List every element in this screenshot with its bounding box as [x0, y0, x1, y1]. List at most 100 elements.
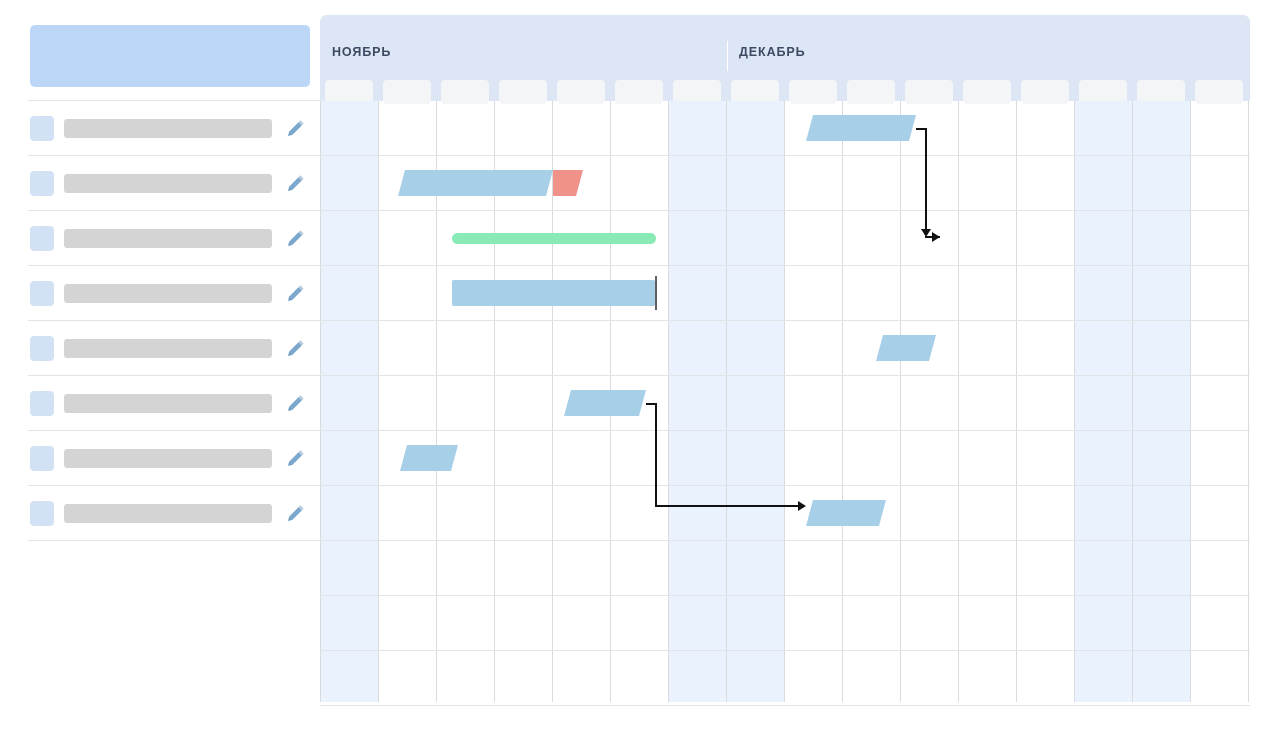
task-row[interactable]: [28, 376, 320, 431]
day-cell[interactable]: [847, 80, 895, 104]
dependency-line-segment: [925, 128, 927, 230]
grid-column-line: [958, 101, 959, 702]
task-name-placeholder[interactable]: [64, 119, 272, 138]
dependency-arrowhead: [932, 232, 940, 242]
task-color-swatch[interactable]: [30, 501, 54, 526]
grid-column-line: [1074, 101, 1075, 702]
grid-row-line: [320, 705, 1250, 706]
gantt-bar-task[interactable]: [564, 390, 646, 416]
grid-column-line: [378, 101, 379, 702]
task-name-placeholder[interactable]: [64, 284, 272, 303]
month-divider: [727, 41, 728, 71]
day-cell[interactable]: [557, 80, 605, 104]
day-cell[interactable]: [383, 80, 431, 104]
task-name-placeholder[interactable]: [64, 449, 272, 468]
grid-column-line: [494, 101, 495, 702]
day-cell[interactable]: [441, 80, 489, 104]
gantt-bar-summary[interactable]: [452, 233, 656, 244]
grid-column-line: [552, 101, 553, 702]
pencil-icon[interactable]: [285, 227, 307, 249]
grid-row-line: [320, 210, 1250, 211]
task-color-swatch[interactable]: [30, 116, 54, 141]
grid-row-line: [320, 375, 1250, 376]
day-cell[interactable]: [1021, 80, 1069, 104]
gantt-bar-task[interactable]: [806, 115, 916, 141]
grid-row-line: [320, 265, 1250, 266]
dependency-line-segment: [916, 128, 925, 130]
day-cell[interactable]: [731, 80, 779, 104]
task-row[interactable]: [28, 101, 320, 156]
grid-column-line: [842, 101, 843, 702]
pencil-icon[interactable]: [285, 282, 307, 304]
row-divider: [28, 430, 320, 431]
dependency-line-segment: [655, 505, 798, 507]
row-divider: [28, 265, 320, 266]
gantt-bar-overdue[interactable]: [553, 170, 583, 196]
sidebar-header-placeholder[interactable]: [30, 25, 310, 87]
day-cell[interactable]: [615, 80, 663, 104]
task-color-swatch[interactable]: [30, 446, 54, 471]
weekend-column: [1132, 101, 1190, 702]
grid-row-line: [320, 155, 1250, 156]
task-row[interactable]: [28, 486, 320, 541]
task-color-swatch[interactable]: [30, 226, 54, 251]
day-cell[interactable]: [1137, 80, 1185, 104]
dependency-arrowhead: [798, 501, 806, 511]
grid-row-line: [320, 485, 1250, 486]
grid-row-line: [320, 595, 1250, 596]
day-cell[interactable]: [499, 80, 547, 104]
task-row[interactable]: [28, 431, 320, 486]
task-name-placeholder[interactable]: [64, 504, 272, 523]
row-divider: [28, 375, 320, 376]
day-cell[interactable]: [325, 80, 373, 104]
day-cell[interactable]: [1195, 80, 1243, 104]
weekend-column: [1074, 101, 1132, 702]
pencil-icon[interactable]: [285, 392, 307, 414]
dependency-line-segment: [655, 403, 657, 505]
task-row[interactable]: [28, 211, 320, 266]
grid-column-line: [726, 101, 727, 702]
gantt-bar-task[interactable]: [400, 445, 458, 471]
bar-end-marker: [655, 276, 657, 310]
day-cell[interactable]: [673, 80, 721, 104]
task-row[interactable]: [28, 321, 320, 376]
day-cell[interactable]: [789, 80, 837, 104]
dependency-arrowhead: [921, 229, 931, 237]
row-divider: [28, 320, 320, 321]
task-row[interactable]: [28, 156, 320, 211]
grid-column-line: [1016, 101, 1017, 702]
day-cell[interactable]: [1079, 80, 1127, 104]
task-row[interactable]: [28, 266, 320, 321]
month-label-december: ДЕКАБРЬ: [739, 45, 806, 59]
timeline-header: НОЯБРЬ ДЕКАБРЬ: [320, 15, 1250, 104]
grid-column-line: [320, 101, 321, 702]
day-cell[interactable]: [963, 80, 1011, 104]
task-color-swatch[interactable]: [30, 391, 54, 416]
row-divider: [28, 485, 320, 486]
weekend-column: [726, 101, 784, 702]
pencil-icon[interactable]: [285, 502, 307, 524]
pencil-icon[interactable]: [285, 117, 307, 139]
gantt-bar-task[interactable]: [876, 335, 936, 361]
pencil-icon[interactable]: [285, 172, 307, 194]
task-name-placeholder[interactable]: [64, 339, 272, 358]
pencil-icon[interactable]: [285, 447, 307, 469]
task-color-swatch[interactable]: [30, 336, 54, 361]
task-color-swatch[interactable]: [30, 281, 54, 306]
grid-column-line: [436, 101, 437, 702]
task-name-placeholder[interactable]: [64, 174, 272, 193]
grid-column-line: [1248, 101, 1249, 702]
grid-row-line: [320, 430, 1250, 431]
month-label-november: НОЯБРЬ: [332, 45, 392, 59]
weekend-column: [320, 101, 378, 702]
task-name-placeholder[interactable]: [64, 229, 272, 248]
task-name-placeholder[interactable]: [64, 394, 272, 413]
task-color-swatch[interactable]: [30, 171, 54, 196]
grid-column-line: [1132, 101, 1133, 702]
day-cell[interactable]: [905, 80, 953, 104]
pencil-icon[interactable]: [285, 337, 307, 359]
gantt-bar-task[interactable]: [806, 500, 886, 526]
row-divider: [28, 155, 320, 156]
gantt-bar-task[interactable]: [398, 170, 553, 196]
gantt-bar-progress[interactable]: [452, 280, 655, 306]
